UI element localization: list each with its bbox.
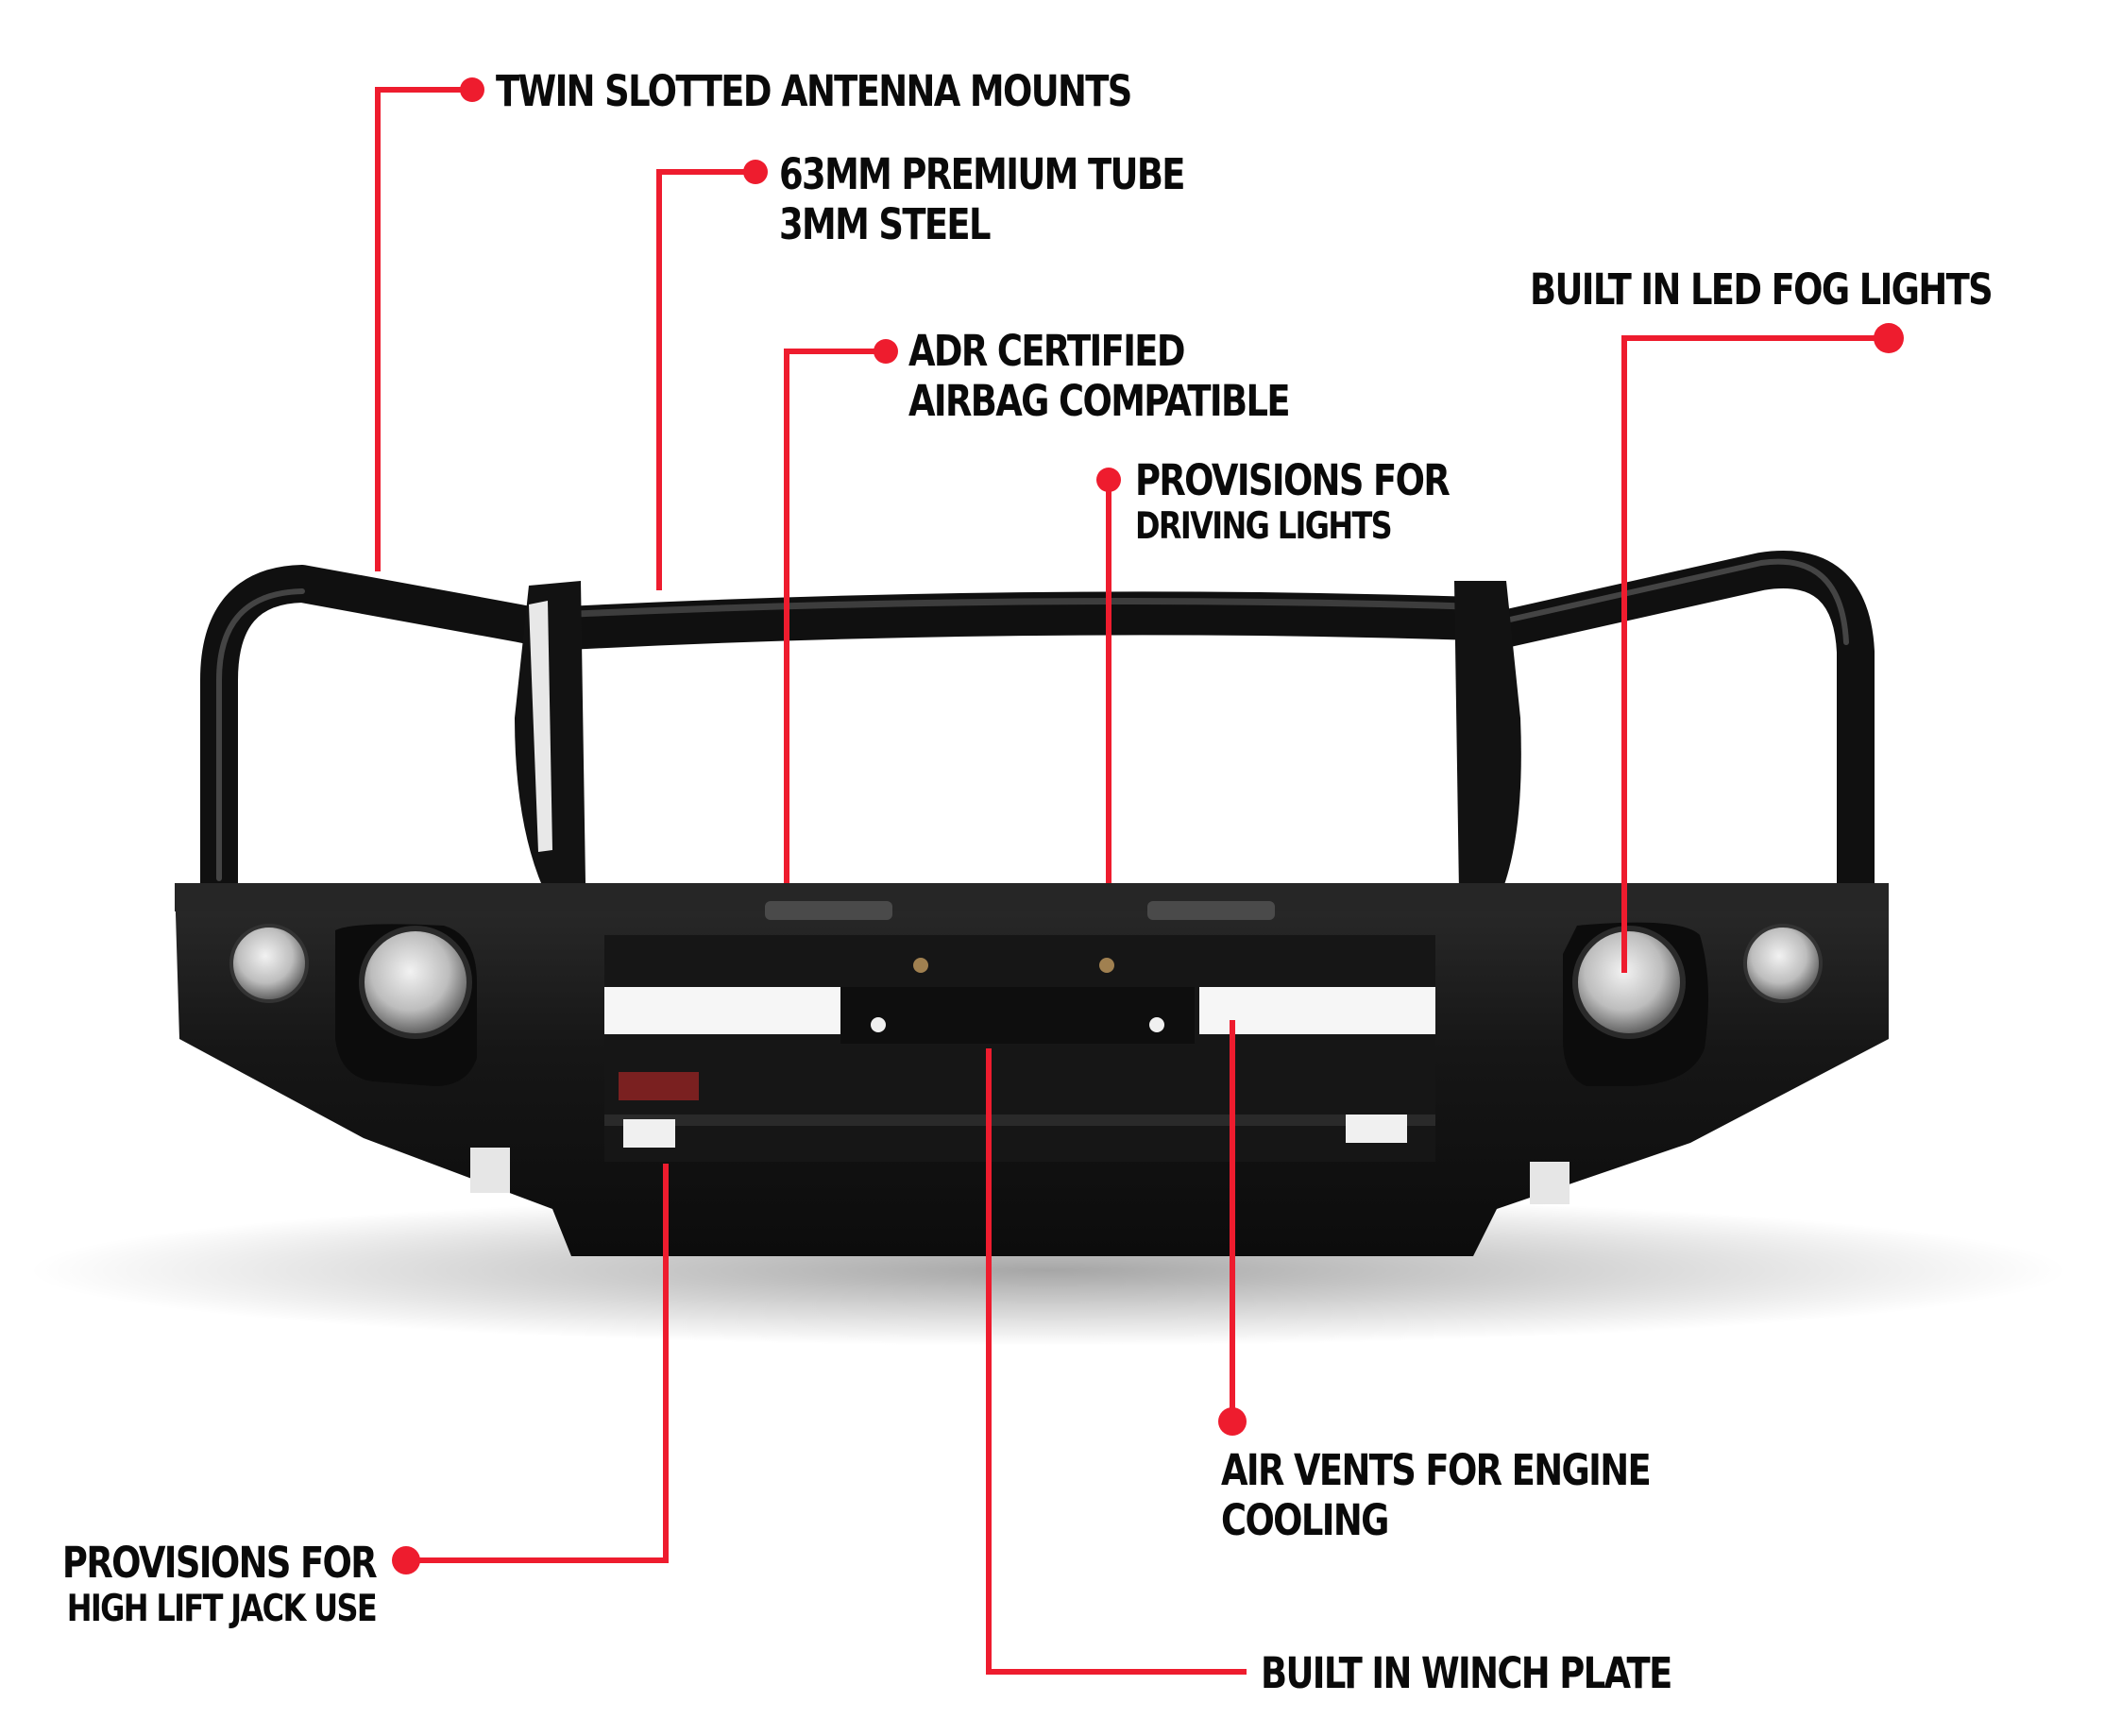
- callout-vents-label: AIR VENTS FOR ENGINE COOLING: [1221, 1445, 1652, 1546]
- callout-vents-line2: COOLING: [1221, 1495, 1389, 1546]
- top-plate: [175, 883, 1889, 911]
- adr-dot: [874, 339, 898, 364]
- jack-dot: [392, 1546, 420, 1574]
- left-inner-fog-light: [359, 926, 472, 1039]
- adr-leader: [784, 349, 886, 883]
- callout-adr-label: ADR CERTIFIED AIRBAG COMPATIBLE: [908, 326, 1291, 427]
- fog-leader: [1621, 335, 1889, 973]
- right-outer-fog-light: [1743, 924, 1823, 1003]
- callout-tube-line1: 63MM PREMIUM TUBE: [779, 149, 1186, 199]
- brand-badge: [619, 1072, 699, 1100]
- antenna-leader: [375, 87, 472, 571]
- callout-adr-line1: ADR CERTIFIED: [908, 326, 1185, 376]
- winch-leader: [986, 1048, 1247, 1675]
- callout-jack-line1: PROVISIONS FOR: [61, 1538, 378, 1588]
- center-panel: [604, 935, 1435, 1162]
- callout-winch-line1: BUILT IN WINCH PLATE: [1261, 1648, 1672, 1698]
- hoop-tubes: [200, 551, 1875, 907]
- callout-lines: [375, 87, 1889, 1675]
- callout-driving-line1: PROVISIONS FOR: [1135, 455, 1451, 505]
- callout-winch-label: BUILT IN WINCH PLATE: [1261, 1648, 1672, 1698]
- callout-jack-label: PROVISIONS FOR HIGH LIFT JACK USE: [61, 1538, 378, 1631]
- callout-fog-label: BUILT IN LED FOG LIGHTS: [1530, 264, 1994, 315]
- tube-leader: [656, 169, 755, 590]
- fog-dot: [1874, 323, 1904, 353]
- callout-tube-line2: 3MM STEEL: [779, 199, 992, 250]
- right-upright: [1454, 581, 1521, 893]
- callout-vents-line1: AIR VENTS FOR ENGINE: [1221, 1445, 1652, 1495]
- tube-dot: [743, 160, 768, 184]
- driving-dot: [1096, 468, 1121, 492]
- right-inner-fog-light: [1572, 926, 1686, 1039]
- winch-plate: [840, 987, 1195, 1044]
- callout-adr-line2: AIRBAG COMPATIBLE: [908, 376, 1291, 427]
- right-hoop-tube: [1468, 551, 1875, 902]
- left-hoop-tube: [200, 565, 562, 907]
- callout-dots: [392, 77, 1904, 1574]
- ground-shadow: [28, 1195, 2068, 1346]
- callout-antenna-line1: TWIN SLOTTED ANTENNA MOUNTS: [496, 66, 1132, 116]
- jack-leader: [406, 1164, 669, 1563]
- callout-fog-line1: BUILT IN LED FOG LIGHTS: [1530, 264, 1994, 315]
- antenna-dot: [460, 77, 484, 102]
- callout-driving-label: PROVISIONS FOR DRIVING LIGHTS: [1135, 455, 1451, 549]
- top-center-tube: [545, 591, 1495, 650]
- vents-dot: [1218, 1407, 1247, 1436]
- right-jack-slot: [1346, 1115, 1407, 1143]
- callout-jack-line2: HIGH LIFT JACK USE: [66, 1588, 378, 1631]
- callout-tube-label: 63MM PREMIUM TUBE 3MM STEEL: [779, 149, 1186, 250]
- left-outer-fog-light: [229, 924, 309, 1003]
- left-jack-slot: [623, 1119, 675, 1148]
- callout-driving-line2: DRIVING LIGHTS: [1135, 505, 1393, 549]
- callout-antenna-label: TWIN SLOTTED ANTENNA MOUNTS: [496, 66, 1132, 116]
